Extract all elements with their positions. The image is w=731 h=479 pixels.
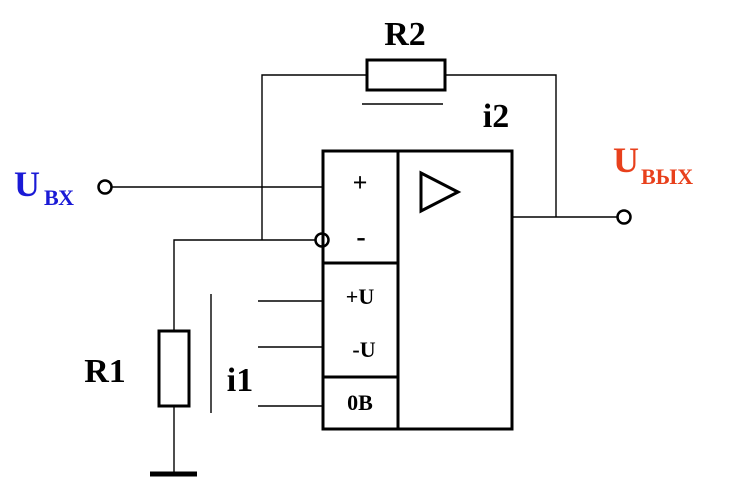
input-terminal <box>97 179 113 195</box>
op-amp-body <box>321 149 514 431</box>
plus-input-label: + <box>353 168 368 197</box>
output-terminal <box>616 209 632 225</box>
resistor-r2 <box>365 58 447 92</box>
i2-label: i2 <box>483 98 509 135</box>
supply-pin-wires <box>258 300 323 407</box>
input-voltage-label: U ВХ <box>14 164 74 210</box>
ground-label: 0В <box>347 390 373 415</box>
amplifier-triangle-icon <box>419 170 462 214</box>
input-voltage-subscript: ВХ <box>44 185 74 210</box>
r1-label: R1 <box>84 353 126 390</box>
r2-label: R2 <box>384 16 426 53</box>
plus-supply-label: +U <box>346 284 375 309</box>
input-voltage-main: U <box>14 164 40 204</box>
resistor-r1 <box>157 329 191 408</box>
inverting-input-wire <box>173 239 316 331</box>
i1-label: i1 <box>227 362 253 399</box>
output-voltage-label: U ВЫХ <box>613 140 693 189</box>
output-voltage-subscript: ВЫХ <box>641 164 693 189</box>
minus-supply-label: -U <box>352 337 375 362</box>
feedback-wires <box>261 74 557 240</box>
minus-input-label: - <box>356 222 365 253</box>
output-voltage-main: U <box>613 140 639 180</box>
